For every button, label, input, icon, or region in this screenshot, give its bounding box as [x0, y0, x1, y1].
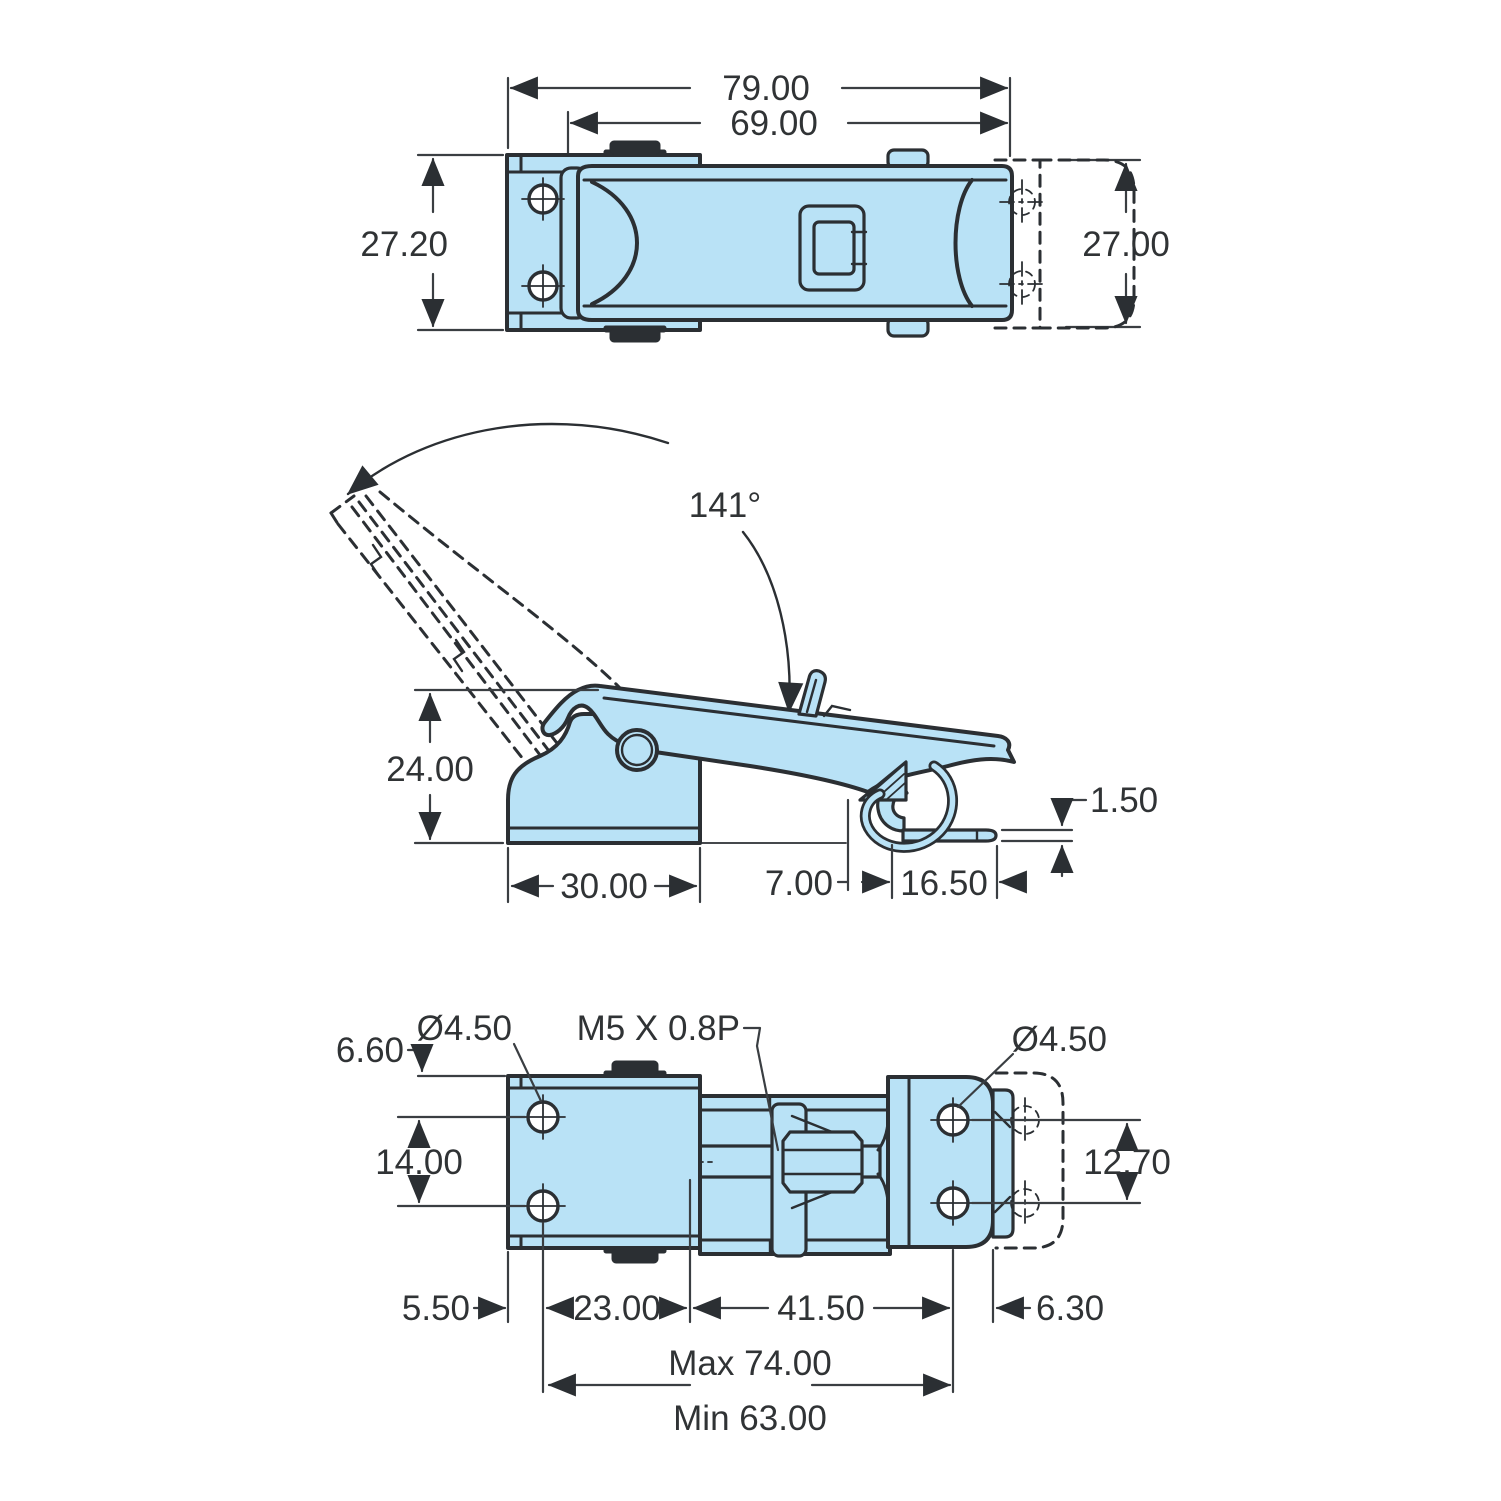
hex-nut	[781, 1130, 864, 1194]
dim-edge-to-hole: 6.60	[336, 1031, 404, 1070]
dim-height: 24.00	[386, 750, 474, 789]
dim-slot-to-hole: 41.50	[777, 1289, 865, 1328]
dim-overall-length: 79.00	[722, 69, 810, 108]
dim-base-length: 30.00	[560, 867, 648, 906]
side-lever	[540, 683, 1016, 794]
dim-1270-extensions	[970, 1118, 1142, 1205]
keeper-block	[886, 1075, 995, 1249]
top-lever-edges	[582, 178, 1008, 308]
bottom-hole-bottom-left-cross	[520, 1183, 566, 1229]
dim-centers-min: Min 63.00	[673, 1399, 827, 1438]
leader-hole-dia-right	[956, 1052, 1015, 1109]
keeper-hidden-edges	[993, 158, 1042, 330]
side-lever-fold	[602, 696, 996, 748]
lock-tab-line	[805, 678, 818, 714]
top-lever-body	[576, 164, 1014, 322]
keeper-phantom-outline	[994, 1071, 1065, 1250]
hex-nut-flats	[782, 1148, 863, 1176]
keeper-plate	[901, 828, 998, 843]
bottom-hole-top-left-cross	[520, 1094, 566, 1140]
dim-24-extensions	[413, 688, 600, 845]
dim-centers-max: Max 74.00	[668, 1344, 831, 1383]
dim-150-extensions	[1000, 828, 1074, 843]
dim-end-to-hole: 5.50	[402, 1289, 470, 1328]
top-view: 79.00 69.00 27.20 27.00	[360, 69, 1170, 343]
bottom-row-extensions	[506, 1178, 995, 1394]
catch-ticks	[850, 230, 868, 266]
lock-screw-bottom	[609, 328, 661, 343]
dim-keeper-length: 16.50	[900, 864, 988, 903]
dim-keeper-thickness: 1.50	[1090, 781, 1158, 820]
lock-screw-top	[609, 140, 661, 155]
dim-opening-angle: 141°	[689, 486, 761, 525]
top-lever-tip-curve	[953, 178, 974, 308]
keeper-hole-bottom-cross	[930, 1180, 976, 1226]
mounting-hole-top-left-cross	[521, 177, 565, 221]
spring-wedge	[858, 760, 908, 802]
keeper-hole-top-cross	[930, 1097, 976, 1143]
dim-hole-pitch-right: 12.70	[1083, 1143, 1171, 1182]
angle-arc-left	[346, 422, 670, 496]
dim-14-extensions	[396, 1115, 527, 1208]
dim-hole-pitch-left: 14.00	[375, 1143, 463, 1182]
angle-arc-right	[741, 530, 804, 714]
callout-hole-dia-right: Ø4.50	[1012, 1020, 1107, 1059]
side-lever-notch	[822, 704, 852, 718]
top-extension-lines	[416, 76, 1142, 332]
side-view: 141°	[329, 422, 1158, 906]
bottom-screw-bottom	[611, 1248, 659, 1264]
leader-hole-dia-left	[512, 1042, 543, 1103]
catch-inner	[812, 220, 856, 276]
dim-base-width: 27.20	[360, 225, 448, 264]
open-lever-phantom	[329, 490, 700, 808]
dim-30-extensions	[506, 846, 702, 904]
dim-hole-to-end: 6.30	[1036, 1289, 1104, 1328]
dim-keeper-width: 27.00	[1082, 225, 1170, 264]
keeper-hidden-outline	[1038, 158, 1136, 330]
mounting-hole-bottom-left-cross	[521, 264, 565, 308]
dim-7-1650-ticks	[846, 798, 999, 900]
bottom-view: Ø4.50 M5 X 0.8P Ø4.50 6.60 14.00 12.70 5…	[336, 1009, 1171, 1438]
keeper-hole-top-hidden-cross	[999, 179, 1045, 225]
pivot-hole-inner	[620, 733, 654, 767]
top-lever-front-curve	[590, 180, 639, 306]
callout-thread-spec: M5 X 0.8P	[577, 1009, 740, 1048]
bottom-screw-top	[611, 1060, 659, 1076]
leader-thread-spec	[742, 1026, 780, 1152]
keeper-hole-bottom-hidden-cross	[999, 261, 1045, 307]
bottom-bracket-folds	[506, 1074, 702, 1250]
callout-hole-dia-left: Ø4.50	[417, 1009, 512, 1048]
draw-bail-core	[862, 763, 956, 851]
dim-hook-gap: 7.00	[765, 864, 833, 903]
dim-hole-to-slot: 23.00	[573, 1289, 661, 1328]
dim-lever-length: 69.00	[730, 104, 818, 143]
